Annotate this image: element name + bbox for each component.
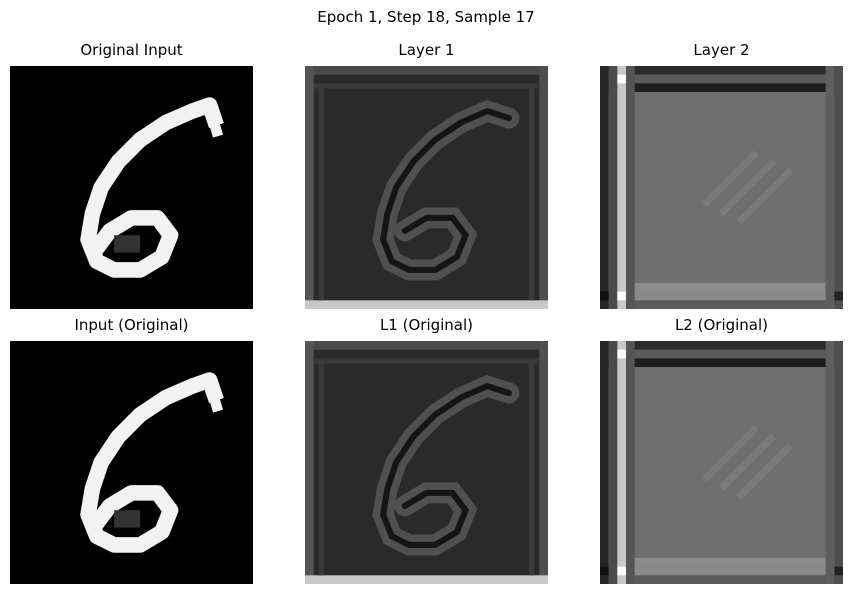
panel-title: L1 (Original) xyxy=(379,316,474,334)
layer2-feature-map xyxy=(600,341,843,584)
digit-image xyxy=(10,341,253,584)
layer2-feature-map xyxy=(600,66,843,309)
figure-suptitle: Epoch 1, Step 18, Sample 17 xyxy=(317,8,535,26)
layer1-feature-map xyxy=(305,66,548,309)
panel-title: Layer 1 xyxy=(398,41,455,59)
layer1-feature-map xyxy=(305,341,548,584)
panel-title: Original Input xyxy=(80,41,183,59)
panel-title: L2 (Original) xyxy=(674,316,769,334)
panel-title: Layer 2 xyxy=(693,41,750,59)
digit-image xyxy=(10,66,253,309)
panel-title: Input (Original) xyxy=(74,316,189,334)
